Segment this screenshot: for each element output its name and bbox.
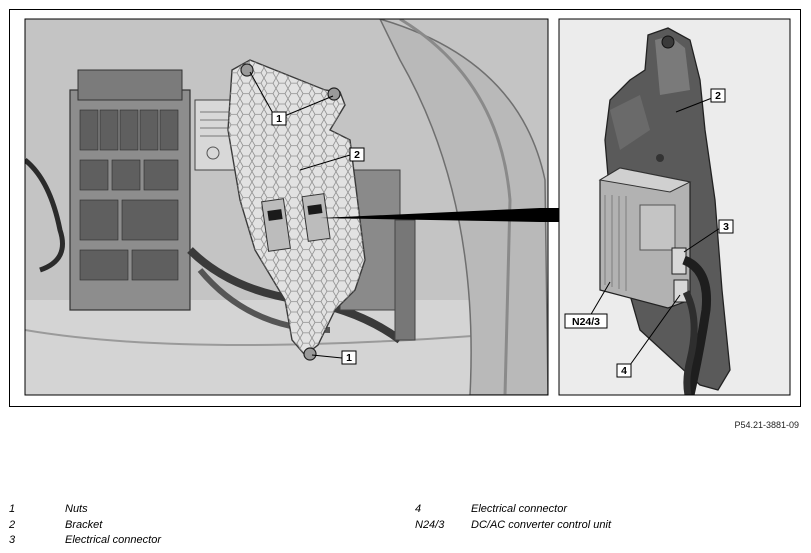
callout-1-top: 1 — [271, 111, 287, 126]
svg-text:3: 3 — [723, 221, 729, 233]
svg-text:1: 1 — [276, 113, 282, 125]
left-view-panel: 1 1 2 — [25, 19, 548, 395]
legend-text: Nuts — [65, 503, 88, 515]
svg-text:2: 2 — [715, 90, 721, 102]
legend-item: 4 Electrical connector — [415, 502, 611, 518]
legend-key: 1 — [9, 503, 16, 515]
legend-text: Electrical connector — [65, 534, 161, 546]
legend-item: 2 Bracket — [9, 518, 161, 534]
legend-key: 4 — [415, 503, 422, 515]
svg-text:4: 4 — [621, 365, 627, 377]
svg-text:1: 1 — [346, 352, 352, 364]
callout-2-left: 2 — [349, 147, 365, 162]
callout-3: 3 — [718, 219, 734, 234]
legend-text: Bracket — [65, 518, 103, 531]
legend-key: 3 — [9, 534, 16, 546]
legend-item: N24/3 DC/AC converter control unit — [415, 518, 611, 534]
legend-left: 1 Nuts 2 Bracket 3 Electrical connector — [9, 502, 161, 549]
legend-key: N24/3 — [415, 518, 445, 531]
legend-item: 3 Electrical connector — [9, 533, 161, 549]
bracket-left — [227, 59, 366, 356]
detail-pointer — [320, 208, 559, 222]
control-unit-n24-3 — [598, 167, 692, 309]
fuse-box — [69, 69, 191, 311]
callout-n24-3: N24/3 — [564, 313, 608, 329]
legend-right: 4 Electrical connector N24/3 DC/AC convert… — [415, 502, 611, 533]
legend-item: 1 Nuts — [9, 502, 161, 518]
right-detail-panel: 2 3 4 N24/3 — [559, 19, 790, 395]
svg-text:2: 2 — [354, 149, 360, 161]
figure-id: P54.21-3881-09 — [734, 420, 799, 430]
callout-1-bottom: 1 — [341, 350, 357, 365]
svg-text:N24/3: N24/3 — [572, 316, 600, 328]
diagram-illustration: 1 1 2 — [24, 18, 791, 396]
legend-text: Electrical connector — [471, 503, 567, 515]
callout-2-right: 2 — [710, 88, 726, 103]
callout-4: 4 — [616, 363, 632, 378]
legend-key: 2 — [9, 518, 16, 531]
legend-text: DC/AC converter control unit — [471, 518, 611, 531]
